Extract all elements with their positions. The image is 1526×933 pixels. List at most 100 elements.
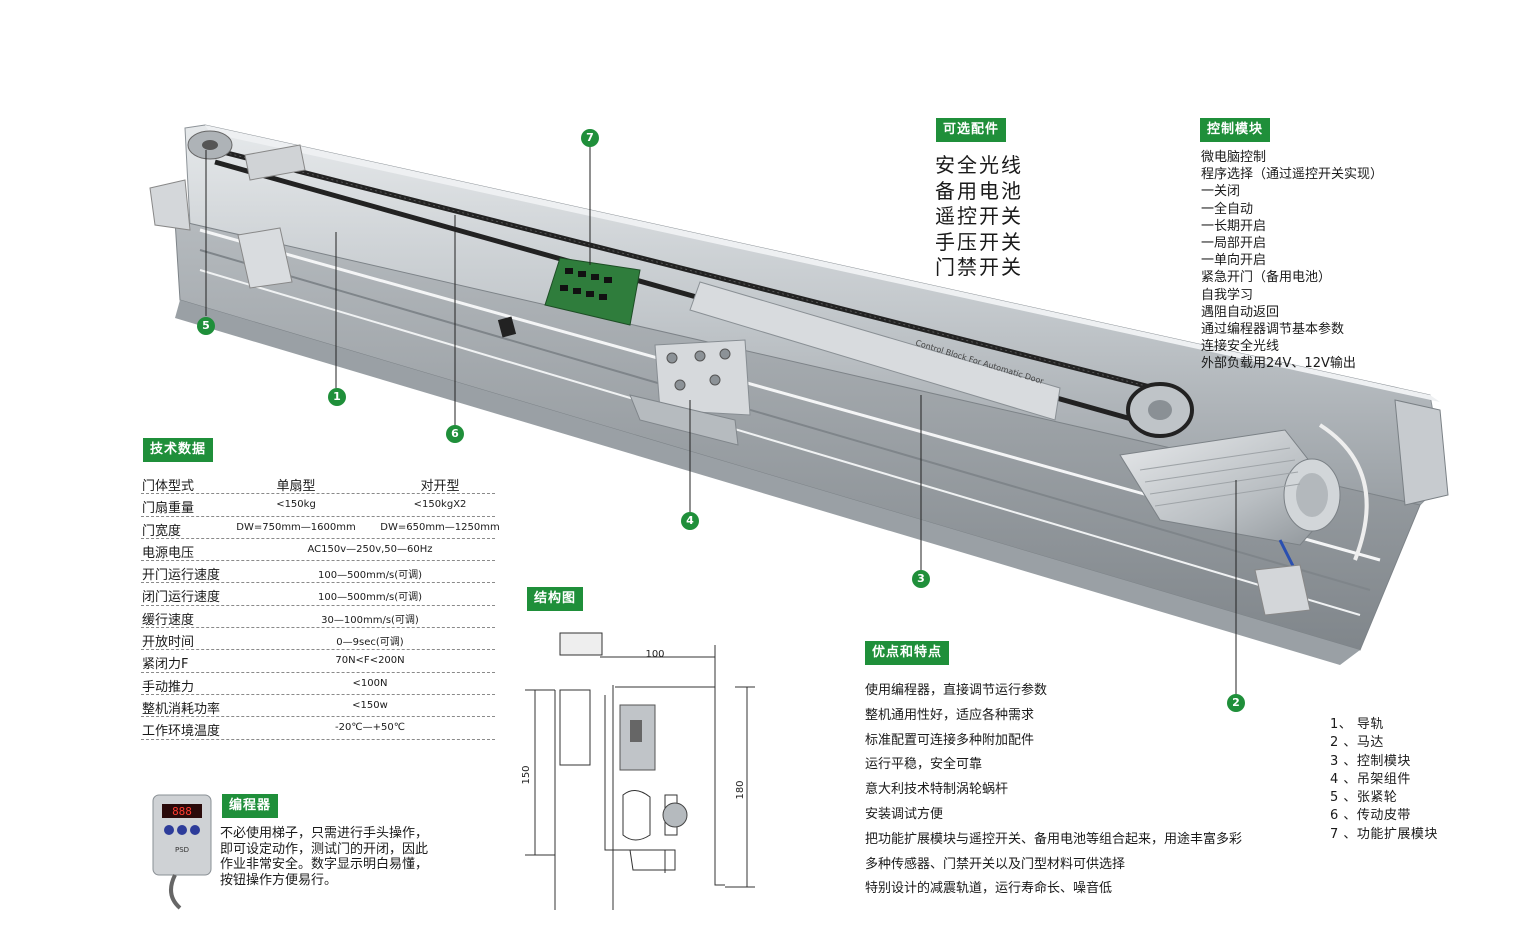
spec-row: 整机消耗功率 <150w <box>141 695 495 718</box>
structure-cross-section: 100 150 180 <box>521 632 755 910</box>
part-item: 4 、吊架组件 <box>1330 771 1411 787</box>
feature-item: 标准配置可连接多种附加配件 <box>865 732 1035 748</box>
programmer-tag: 编程器 <box>222 794 279 818</box>
spec-row: 紧闭力F 70N<F<200N <box>141 650 495 673</box>
rail-front-face <box>175 300 1360 665</box>
spec-row: 门扇重量 <150kg <150kgX2 <box>141 494 495 517</box>
optional-item: 安全光线 <box>935 153 1023 177</box>
part-item: 5 、张紧轮 <box>1330 790 1398 806</box>
tech-data-tag: 技术数据 <box>143 438 214 462</box>
control-item: 通过编程器调节基本参数 <box>1201 322 1345 338</box>
part-item: 1、 导轨 <box>1330 717 1384 732</box>
optional-accessories-list: 安全光线 备用电池 遥控开关 手压开关 门禁开关 <box>935 153 1023 281</box>
control-item: 一全自动 <box>1201 201 1254 217</box>
spec-label: 开门运行速度 <box>142 568 221 584</box>
programmer-text-line: 按钮操作方便易行。 <box>220 872 338 888</box>
spec-label: 紧闭力F <box>142 657 189 673</box>
spec-row: 闭门运行速度 100—500mm/s(可调) <box>141 583 495 606</box>
spec-row: 开门运行速度 100—500mm/s(可调) <box>141 561 495 584</box>
feature-item: 安装调试方便 <box>865 806 944 822</box>
control-item: 一单向开启 <box>1201 253 1267 269</box>
programmer-description: 不必使用梯子，只需进行手头操作， 即可设定动作，测试门的开闭，因此 作业非常安全… <box>220 826 470 888</box>
spec-label: 门扇重量 <box>142 501 195 517</box>
part-item: 2 、马达 <box>1330 735 1384 751</box>
spec-value: 100—500mm/s(可调) <box>317 570 423 582</box>
features-list: 使用编程器，直接调节运行参数 整机通用性好，适应各种需求 标准配置可连接多种附加… <box>865 679 1242 902</box>
callout-2: 2 <box>1227 694 1245 712</box>
callout-5: 5 <box>197 317 215 335</box>
callout-7: 7 <box>581 129 599 147</box>
feature-item: 使用编程器，直接调节运行参数 <box>865 683 1048 698</box>
part-item: 7 、功能扩展模块 <box>1330 826 1438 842</box>
control-item: 紧急开门（备用电池） <box>1201 270 1332 286</box>
feature-item: 意大利技术特制涡轮蜗杆 <box>865 782 1009 798</box>
programmer-text-line: 不必使用梯子，只需进行手头操作， <box>220 826 429 841</box>
spec-value: 0—9sec(可调) <box>336 637 404 649</box>
part-item: 3 、控制模块 <box>1330 753 1411 769</box>
spec-header-row: 门体型式 单扇型 对开型 <box>141 472 495 495</box>
spec-value: <150w <box>352 699 388 711</box>
spec-row: 缓行速度 30—100mm/s(可调) <box>141 606 495 629</box>
spec-value-single: <150kg <box>276 499 316 511</box>
spec-table: 门体型式 单扇型 对开型 门扇重量 <150kg <150kgX2 门宽度 DW… <box>141 472 500 740</box>
spec-label: 门宽度 <box>142 523 182 539</box>
control-item: 一局部开启 <box>1201 236 1267 252</box>
optional-item: 手压开关 <box>935 229 1023 254</box>
control-item: 微电脑控制 <box>1201 150 1267 165</box>
feature-item: 特别设计的减震轨道，运行寿命长、噪音低 <box>865 881 1113 897</box>
callout-1: 1 <box>328 388 346 406</box>
dimension-height-inner: 150 <box>521 765 532 784</box>
spec-label: 整机消耗功率 <box>142 701 221 717</box>
optional-accessories-tag: 可选配件 <box>936 118 1007 142</box>
programmer-brand: PSD <box>175 846 189 854</box>
part-item: 6 、传动皮带 <box>1330 808 1411 824</box>
control-module-case <box>689 281 1061 421</box>
parts-legend: 1、 导轨 2 、马达 3 、控制模块 4 、吊架组件 5 、张紧轮 6 、传动… <box>1330 716 1438 844</box>
spec-label: 开放时间 <box>142 635 195 651</box>
control-item: 程序选择（通过遥控开关实现） <box>1201 167 1384 183</box>
control-module-list: 微电脑控制 程序选择（通过遥控开关实现） 一关闭 一全自动 一长期开启 一局部开… <box>1201 149 1383 373</box>
spec-label: 工作环境温度 <box>142 724 221 740</box>
spec-value: -20℃—+50℃ <box>335 722 405 734</box>
spec-value: 70N<F<200N <box>335 655 405 667</box>
control-item: 外部负载用24V、12V输出 <box>1201 356 1356 372</box>
callout-6: 6 <box>446 425 464 443</box>
programmer-text-line: 作业非常安全。数字显示明白易懂， <box>220 857 429 872</box>
feature-item: 多种传感器、门禁开关以及门型材料可供选择 <box>865 856 1126 872</box>
spec-value-double: <150kgX2 <box>413 499 467 511</box>
control-module-tag: 控制模块 <box>1200 118 1271 142</box>
spec-value: 100—500mm/s(可调) <box>317 592 423 604</box>
spec-header-cell: 单扇型 <box>276 479 316 494</box>
control-item: 自我学习 <box>1201 287 1254 303</box>
spec-label: 闭门运行速度 <box>142 590 221 606</box>
spec-value-double: DW=650mm—1250mm <box>380 521 500 533</box>
callout-4: 4 <box>681 512 699 530</box>
structure-diagram-tag: 结构图 <box>527 587 584 611</box>
control-item: 一关闭 <box>1201 184 1241 200</box>
spec-row: 工作环境温度 -20℃—+50℃ <box>141 717 495 740</box>
control-item: 连接安全光线 <box>1201 339 1280 355</box>
optional-item: 备用电池 <box>935 178 1023 203</box>
spec-value-single: DW=750mm—1600mm <box>236 521 356 533</box>
programmer-display: 888 <box>172 805 192 818</box>
optional-item: 门禁开关 <box>935 255 1023 279</box>
feature-item: 把功能扩展模块与遥控开关、备用电池等组合起来，用途丰富多彩 <box>865 831 1243 847</box>
features-tag: 优点和特点 <box>865 641 950 665</box>
spec-label: 手动推力 <box>142 679 195 695</box>
dimension-width: 100 <box>645 649 664 660</box>
spec-value: 30—100mm/s(可调) <box>321 614 419 626</box>
spec-row: 门宽度 DW=750mm—1600mm DW=650mm—1250mm <box>141 517 500 539</box>
control-item: 一长期开启 <box>1201 218 1267 234</box>
feature-item: 整机通用性好，适应各种需求 <box>865 707 1035 723</box>
programmer-device-image: 888 PSD <box>152 794 212 910</box>
spec-label: 缓行速度 <box>142 612 195 628</box>
spec-value: <100N <box>352 677 388 689</box>
spec-label: 电源电压 <box>142 545 195 561</box>
feature-item: 运行平稳，安全可靠 <box>865 757 983 773</box>
callout-3: 3 <box>912 570 930 588</box>
dimension-height-outer: 180 <box>735 780 746 799</box>
spec-row: 手动推力 <100N <box>141 673 495 695</box>
spec-header-cell: 门体型式 <box>142 479 195 494</box>
spec-row: 电源电压 AC150v—250v,50—60Hz <box>141 539 495 562</box>
